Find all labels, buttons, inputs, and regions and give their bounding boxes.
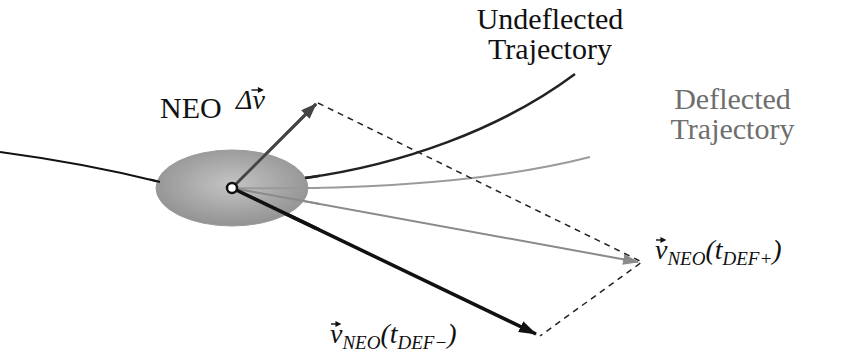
vector-label: Δv [236,86,265,114]
node-label: NEO [150,85,222,123]
undeflected-curve [305,85,320,178]
label-text: Undeflected Trajectory [477,2,624,65]
velocity-after-arrow [232,188,638,262]
label-text: DEF− [398,332,448,353]
vector-label: vNEO(tDEF−) [330,320,457,352]
label-text: Deflected Trajectory [671,82,795,145]
label-text: ) [772,234,781,265]
center-dot [227,183,237,193]
velocity-before-arrow [232,188,320,230]
vector-symbol: v [330,320,342,348]
vector-symbol: v [655,236,667,264]
label-text: (t [705,234,722,265]
label-text: NEO [342,332,380,353]
label-text: (t [380,318,397,349]
vector-symbol: Δv [236,86,265,114]
label-text: DEF+ [723,248,773,269]
label-text: v [330,318,342,349]
label-text: ) [447,318,456,349]
label-text: NEO [667,248,705,269]
parallelogram-dashes [318,103,642,336]
deflected-curve [232,157,320,188]
incoming-trajectory [150,152,160,182]
velocity-before-arrow [232,188,536,334]
trajectory-label: Deflected Trajectory [645,84,820,144]
neo-body: NEO [150,85,320,230]
label-text: Δv [236,84,265,115]
trajectory-label: Undeflected Trajectory [465,4,635,64]
label-text: v [655,234,667,265]
vector-label: vNEO(tDEF+) [655,236,782,268]
delta-v-arrow [232,104,316,188]
incoming-trajectory [0,152,160,182]
